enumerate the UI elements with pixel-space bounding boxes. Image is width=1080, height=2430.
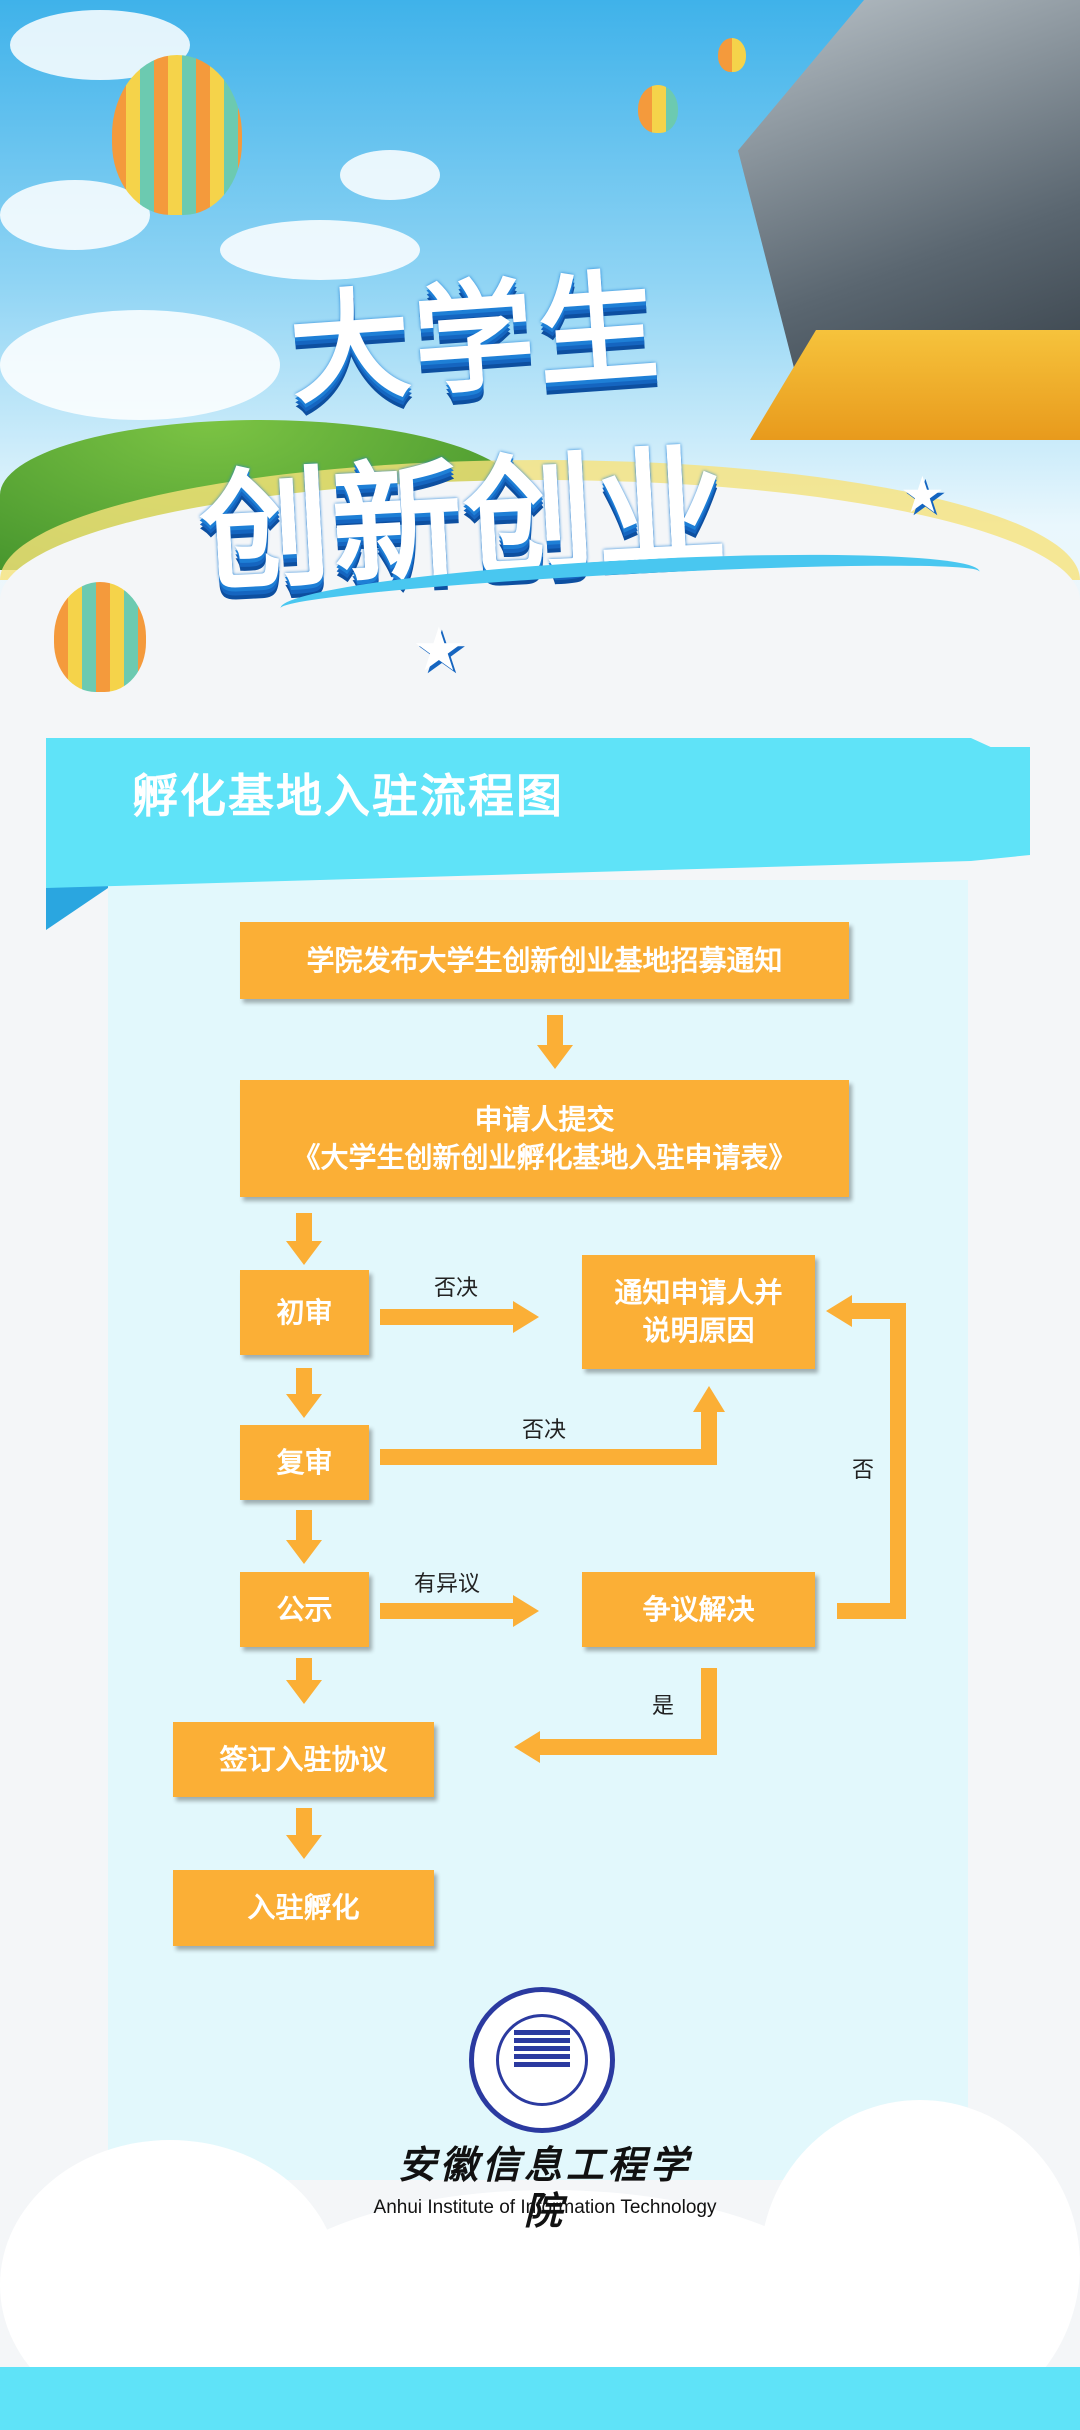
arrowhead [513, 1595, 539, 1627]
cloud [340, 150, 440, 200]
step-dispute-resolution: 争议解决 [582, 1572, 815, 1647]
section-title: 孵化基地入驻流程图 [132, 769, 564, 823]
step-label: 说明原因 [642, 1314, 755, 1347]
hot-air-balloon [54, 582, 146, 692]
step-label: 《大学生创新创业孵化基地入驻申请表》 [292, 1140, 797, 1174]
books-icon [514, 2030, 570, 2070]
arrowhead [826, 1295, 852, 1327]
objection-label: 有异议 [414, 1572, 481, 1597]
cloud [220, 220, 420, 280]
school-seal-logo [469, 1987, 615, 2133]
stadium-stands [750, 330, 1080, 440]
white-wave [0, 480, 1080, 780]
step-label: 申请人提交 [474, 1102, 615, 1136]
reject-path [701, 1410, 717, 1465]
arrow-right-icon [380, 1603, 515, 1619]
flow-panel [108, 880, 968, 2180]
step-label: 入驻孵化 [247, 1891, 360, 1924]
step-sign-agreement: 签订入驻协议 [173, 1722, 434, 1797]
hot-air-balloon [112, 55, 242, 215]
step-label: 初审 [276, 1295, 333, 1329]
reject-label: 否决 [522, 1418, 567, 1443]
hot-air-balloon [638, 85, 678, 133]
arrowhead [513, 1301, 539, 1333]
bottom-strip [0, 2367, 1080, 2430]
star-icon: ★ [900, 466, 945, 524]
arrowhead [693, 1386, 725, 1412]
arrow-right-icon [380, 1309, 515, 1325]
step-second-review: 复审 [240, 1425, 369, 1500]
step-label: 学院发布大学生创新创业基地招募通知 [306, 943, 783, 977]
step-notify-applicant: 通知申请人并 说明原因 [582, 1255, 815, 1369]
yes-path [701, 1668, 717, 1755]
step-label: 争议解决 [642, 1592, 755, 1626]
star-icon: ★ [412, 615, 466, 685]
step-publicity: 公示 [240, 1572, 369, 1647]
no-path [890, 1303, 906, 1619]
no-path [837, 1603, 906, 1619]
step-submit-application: 申请人提交 《大学生创新创业孵化基地入驻申请表》 [240, 1080, 849, 1197]
no-path [850, 1303, 906, 1319]
step-first-review: 初审 [240, 1270, 369, 1355]
yes-label: 是 [652, 1694, 675, 1719]
cloud [0, 310, 280, 420]
school-name-cn: 安徽信息工程学院 [397, 2142, 692, 2233]
step-label: 复审 [276, 1445, 333, 1479]
hot-air-balloon [718, 38, 746, 72]
step-label: 通知申请人并 [614, 1276, 783, 1309]
yes-path [538, 1739, 717, 1755]
step-incubation: 入驻孵化 [173, 1870, 434, 1946]
cloud [0, 180, 150, 250]
school-name-en: Anhui Institute of Information Technolog… [373, 2197, 717, 2218]
reject-path [380, 1449, 717, 1465]
step-publish-notice: 学院发布大学生创新创业基地招募通知 [240, 922, 849, 999]
reject-label: 否决 [434, 1276, 479, 1301]
arrowhead [514, 1731, 540, 1763]
section-banner [46, 738, 1030, 888]
step-label: 签订入驻协议 [219, 1742, 388, 1776]
step-label: 公示 [276, 1592, 333, 1626]
hero-title-line1: 大学生 [285, 257, 667, 422]
no-label: 否 [852, 1458, 875, 1483]
